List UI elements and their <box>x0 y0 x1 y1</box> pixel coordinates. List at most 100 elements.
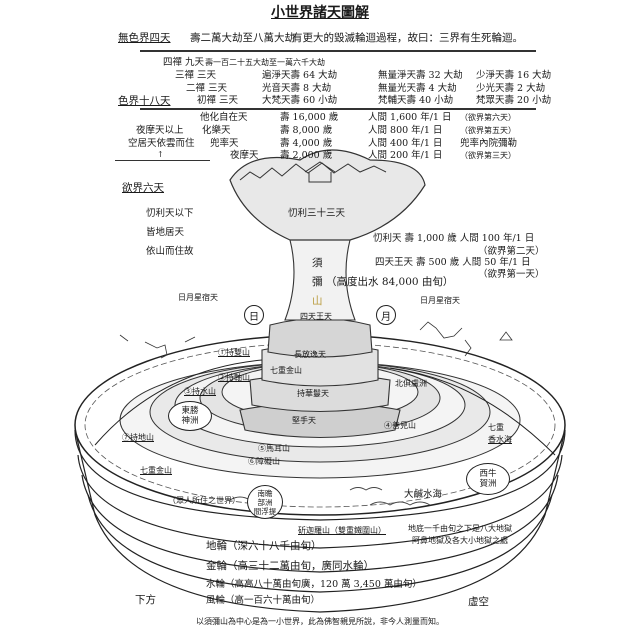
mountain-label: ④善見山 <box>384 421 416 430</box>
ground-note: 忉利天以下 <box>146 208 194 219</box>
form-cell: 無量淨天壽 32 大劫 <box>378 70 463 81</box>
page-title: 小世界諸天圖解 <box>271 5 369 21</box>
continent-text: 閻浮提 <box>253 506 277 516</box>
desire-realm-label: 欲界六天 <box>122 182 164 194</box>
heaven-name: 化樂天 <box>202 125 231 136</box>
form-cell: 光音天壽 8 大劫 <box>262 83 332 94</box>
south-continent: 南瞻 部洲 閻浮提 <box>247 485 283 519</box>
tier-label: 七重金山 <box>270 366 302 375</box>
continent-text: 神洲 <box>181 416 199 426</box>
human-world-label: （眾人所住之世界） <box>168 496 240 505</box>
fourth-dhyana: 四禪 九天 <box>163 57 205 68</box>
trayastrimsa-label: 忉利三十三天 <box>288 208 346 219</box>
divider <box>115 160 210 161</box>
fragrant-sea-label: 七重 <box>488 423 504 432</box>
gold-wheel: 金輪（高三十二萬由旬，廣同水輪） <box>206 560 374 572</box>
trayastrimsa-info: 忉利天 壽 1,000 歲 人間 100 年/1 日 <box>373 233 535 244</box>
up-arrow-icon: ↑ <box>157 150 164 159</box>
heaven-life: 壽 2,000 歲 <box>280 150 333 161</box>
first-dhyana: 初禪 三天 <box>197 95 239 106</box>
heaven-human: 人間 200 年/1 日 <box>368 150 443 161</box>
tier-label: 堅手天 <box>292 416 316 425</box>
ground-note: 皆地居天 <box>146 227 185 238</box>
ground-note: 依山而住故 <box>146 246 194 257</box>
fourth-dhyana-lifespan: 壽一百二十五大劫至一萬六千大劫 <box>205 58 325 67</box>
hell-note: 地底一千由旬之下是八大地獄 <box>408 524 512 533</box>
sumeru-char: 山 <box>312 295 323 307</box>
third-dhyana: 三禪 三天 <box>175 70 217 81</box>
fragrant-sea-label: 香水海 <box>488 435 512 444</box>
constellations <box>119 321 513 359</box>
pointer-lines <box>94 359 556 456</box>
mountain-label: ⑤馬耳山 <box>258 444 290 453</box>
stars-label: 日月星宿天 <box>178 293 218 302</box>
palace-icon <box>304 161 336 183</box>
continent-text: 部洲 <box>257 497 273 507</box>
wind-wheel: 風輪（高一百六十萬由旬） <box>206 595 321 606</box>
sky-dweller-note: 夜摩天以上 <box>136 125 184 136</box>
heaven-note: （欲界第六天） <box>460 113 516 122</box>
iron-ring-inner <box>84 342 556 508</box>
sky-dweller-note: 空居天依雲而住 <box>128 138 195 149</box>
mountain-label: ⑥障礙山 <box>248 457 280 466</box>
formless-note: 有更大的毀滅輪迴過程，故曰：三界有生死輪迴。 <box>292 32 523 44</box>
heaven-name: 他化自在天 <box>200 112 248 123</box>
trayastrimsa-note: （欲界第二天） <box>478 246 545 257</box>
second-dhyana: 二禪 三天 <box>186 83 228 94</box>
heaven-human: 人間 1,600 年/1 日 <box>368 112 452 123</box>
mountain-label: ①持雙山 <box>218 348 250 357</box>
water-wheel: 水輪（高高八十萬由旬廣，120 萬 3,450 萬由旬） <box>206 579 422 590</box>
tier-label: 持華鬘天 <box>297 389 329 398</box>
below-label: 下方 <box>135 594 156 606</box>
four-kings-info: 四天王天 壽 500 歲 人間 50 年/1 日 <box>375 257 531 268</box>
heaven-name: 兜率天 <box>210 138 239 149</box>
stars-label: 日月星宿天 <box>420 296 460 305</box>
heaven-human: 人間 400 年/1 日 <box>368 138 443 149</box>
form-cell: 少光天壽 2 大劫 <box>476 83 546 94</box>
form-cell: 梵輔天壽 40 小劫 <box>378 95 454 106</box>
continent-text: 東勝 <box>181 405 199 416</box>
moon-icon: 月 <box>376 305 396 325</box>
footer-note: 以須彌山為中心是為一小世界，此為佛智親見所說，非今人測量而知。 <box>196 617 444 626</box>
mountain-label: ③持水山 <box>184 387 216 396</box>
form-realm-label: 色界十八天 <box>118 95 171 107</box>
form-cell: 遍淨天壽 64 大劫 <box>262 70 338 81</box>
golden-mountains-label: 七重金山 <box>140 466 172 475</box>
continent-text: 西牛 <box>479 468 497 479</box>
peak-ridge <box>239 162 387 181</box>
heaven-note: 兜率內院彌勒 <box>460 138 518 149</box>
divider <box>140 50 536 52</box>
heaven-life: 壽 16,000 歲 <box>280 112 339 123</box>
heaven-human: 人間 800 年/1 日 <box>368 125 443 136</box>
hell-note: 阿鼻地獄及各大小地獄之處 <box>412 536 508 545</box>
form-cell: 無量光天壽 4 大劫 <box>378 83 457 94</box>
world-wheels <box>74 429 566 613</box>
heaven-life: 壽 4,000 歲 <box>280 138 333 149</box>
earth-wheel: 地輪（深六十八千由旬） <box>206 540 322 552</box>
form-cell: 大梵天壽 60 小劫 <box>262 95 338 106</box>
sumeru-char: 彌 <box>312 276 323 288</box>
mountain-tiers <box>239 318 401 439</box>
heaven-name: 夜摩天 <box>230 150 259 161</box>
continent-text: 賀洲 <box>479 479 497 489</box>
heaven-note: （欲界第五天） <box>460 126 516 135</box>
tier-label: 長放逸天 <box>294 350 326 359</box>
east-continent: 東勝 神洲 <box>168 401 212 431</box>
formless-lifespan: 壽二萬大劫至八萬大劫 <box>190 32 295 44</box>
tier-label: 四天王天 <box>300 312 332 321</box>
form-cell: 梵眾天壽 20 小劫 <box>476 95 552 106</box>
salt-sea-label: 大鹹水海 <box>404 489 443 500</box>
void-label: 虛空 <box>468 596 489 608</box>
formless-label: 無色界四天 <box>118 32 171 44</box>
sumeru-char: 須 <box>312 257 323 269</box>
sun-icon: 日 <box>244 305 264 325</box>
sumeru-height: （高度出水 84,000 由旬） <box>326 276 454 288</box>
continent-text: 南瞻 <box>257 488 273 498</box>
divider <box>140 108 536 110</box>
mountain-label: ②持軸山 <box>218 373 250 382</box>
heaven-life: 壽 8,000 歲 <box>280 125 333 136</box>
west-continent: 西牛 賀洲 <box>466 463 510 495</box>
four-kings-note: （欲界第一天） <box>478 269 545 280</box>
trayastrimsa-peak <box>229 149 426 241</box>
